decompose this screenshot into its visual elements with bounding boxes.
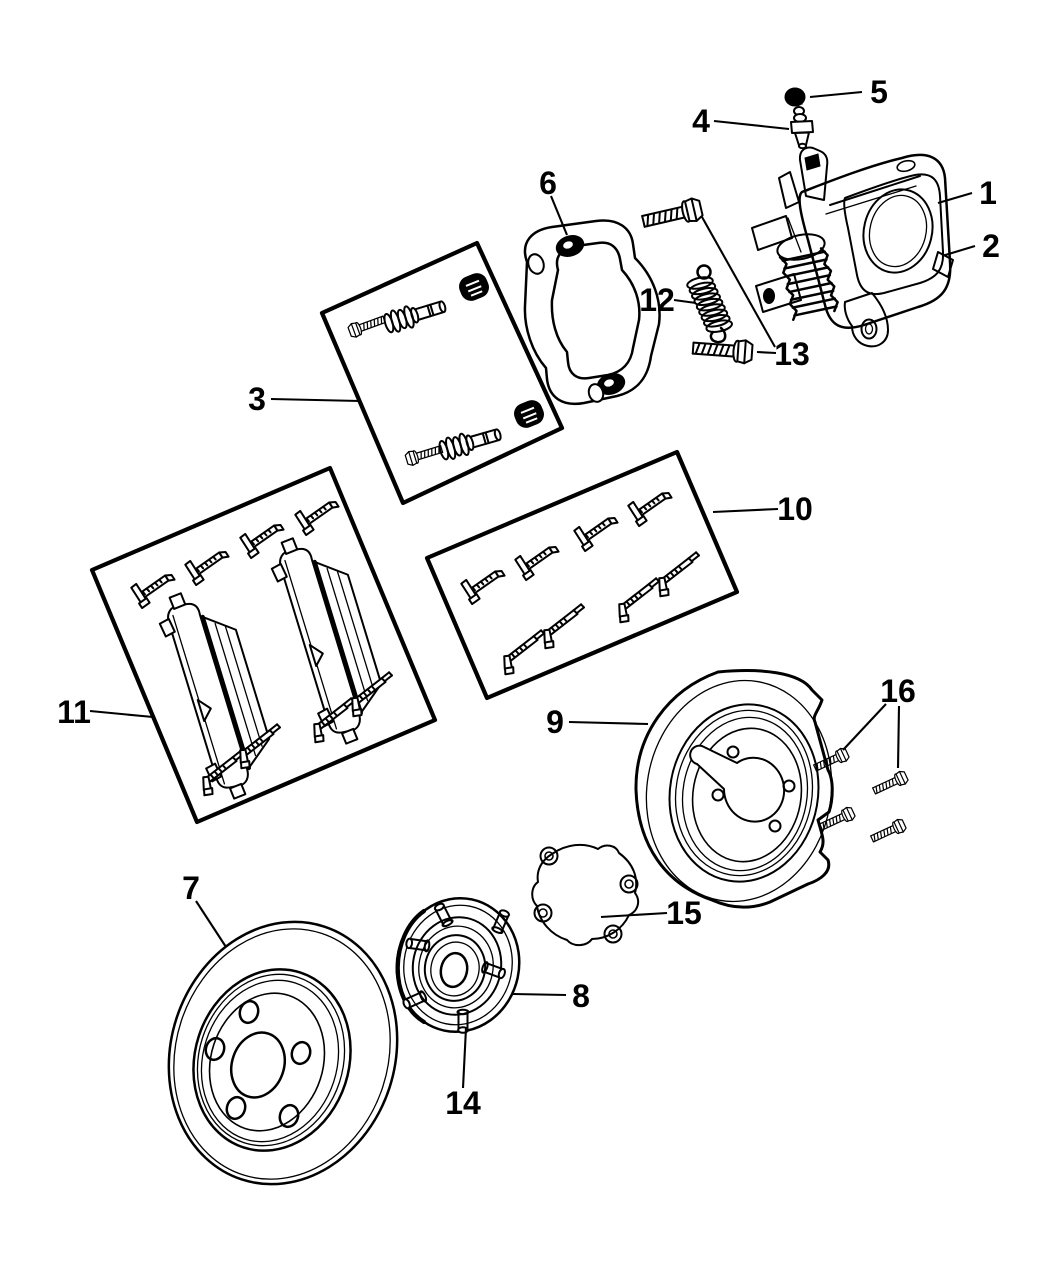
callout-6: 6 — [539, 165, 568, 236]
caliper-top-prong — [778, 171, 800, 209]
callout-label-9: 9 — [546, 704, 564, 740]
caliper-top-lug-slot — [804, 153, 821, 171]
kit-box-3-border — [319, 240, 565, 506]
caliper-bottom-arm-hole — [860, 318, 878, 340]
kit3-pin-upper — [381, 294, 450, 336]
caliper-assembly — [751, 146, 954, 348]
wheel-stud — [490, 907, 512, 936]
callout-4: 4 — [692, 103, 790, 139]
callout-label-10: 10 — [777, 491, 813, 527]
callout-14: 14 — [445, 1027, 481, 1121]
bleeder-cap — [784, 87, 806, 107]
kit-box-10-border — [424, 449, 740, 701]
brake-rotor — [167, 920, 399, 1186]
wheel-stud — [400, 989, 429, 1011]
callout-label-13: 13 — [774, 336, 810, 372]
callout-3: 3 — [248, 381, 361, 417]
caliper-bottom-arm-hole-inner — [864, 323, 874, 335]
return-spring — [686, 264, 733, 344]
callout-label-3: 3 — [248, 381, 266, 417]
callout-label-7: 7 — [182, 870, 200, 906]
kit3-bushing-lower — [510, 396, 548, 432]
callout-7: 7 — [182, 870, 227, 948]
kit3-bolt-lower — [403, 441, 445, 468]
callout-11: 11 — [57, 694, 154, 730]
callout-label-15: 15 — [666, 895, 702, 931]
caliper-body-outline — [798, 153, 952, 330]
bleeder-screw — [790, 106, 814, 150]
callout-13: 13 — [701, 216, 810, 372]
bracket-pin-bore-top-hl — [563, 241, 573, 249]
callout-9: 9 — [546, 704, 649, 740]
caliper-bottom-arm — [843, 292, 889, 348]
callout-12: 12 — [639, 282, 697, 318]
callout-8: 8 — [512, 978, 590, 1014]
callout-label-2: 2 — [982, 228, 1000, 264]
callout-label-12: 12 — [639, 282, 675, 318]
callout-5: 5 — [809, 74, 888, 110]
pin-boot-kit-box — [319, 240, 565, 506]
brake-pad-kit-box — [89, 465, 438, 825]
caliper-piston — [776, 233, 826, 261]
kit3-pin-lower — [436, 422, 505, 463]
hub-center-bore — [439, 951, 469, 989]
bracket-mount-hole-top — [527, 253, 545, 275]
callout-label-11: 11 — [57, 694, 91, 730]
callout-label-16: 16 — [880, 673, 916, 709]
caliper-bridge-edge — [829, 175, 921, 206]
kit3-bushing-upper — [455, 269, 493, 305]
piston-dust-boot — [778, 247, 839, 322]
callouts: 1 2 3 4 5 6 7 8 — [57, 74, 1000, 1121]
callout-10: 10 — [712, 491, 813, 527]
caliper-right-ear — [932, 251, 954, 278]
caliper-bore-arch-inner — [868, 194, 928, 268]
callout-label-4: 4 — [692, 103, 710, 139]
caliper-adapter-bracket — [523, 219, 661, 406]
shield-bolts — [811, 746, 910, 846]
hub-bearing — [395, 896, 521, 1034]
gasket — [531, 843, 640, 947]
mounting-bolt-upper — [639, 195, 705, 234]
caliper-ear-link — [787, 217, 802, 253]
callout-15: 15 — [600, 895, 702, 931]
callout-label-5: 5 — [870, 74, 888, 110]
callout-label-6: 6 — [539, 165, 557, 201]
callout-label-8: 8 — [572, 978, 590, 1014]
caliper-ear-hole — [763, 288, 775, 304]
caliper-bore-arch — [862, 188, 934, 274]
callout-1: 1 — [937, 175, 997, 211]
caliper-top-lug — [798, 146, 829, 201]
bracket-mount-hole-bottom — [587, 383, 605, 403]
kit3-bolt-upper — [346, 312, 388, 340]
rotor-center-bore — [230, 1031, 286, 1099]
callout-2: 2 — [941, 228, 1000, 264]
caliper-boss — [896, 159, 916, 173]
callout-label-14: 14 — [445, 1085, 481, 1121]
dust-shield — [634, 669, 834, 909]
callout-16: 16 — [842, 673, 916, 769]
caliper-ear-upper — [751, 215, 793, 251]
shield-keyhole-cutout — [689, 744, 786, 823]
caliper-ear-lower — [755, 273, 802, 313]
kit-box-11-border — [89, 465, 438, 825]
clip-kit-box — [424, 449, 740, 701]
bracket-pin-bore-bottom-hl — [604, 379, 614, 387]
caliper-bridge-edge2 — [825, 185, 917, 215]
callout-label-1: 1 — [979, 175, 997, 211]
